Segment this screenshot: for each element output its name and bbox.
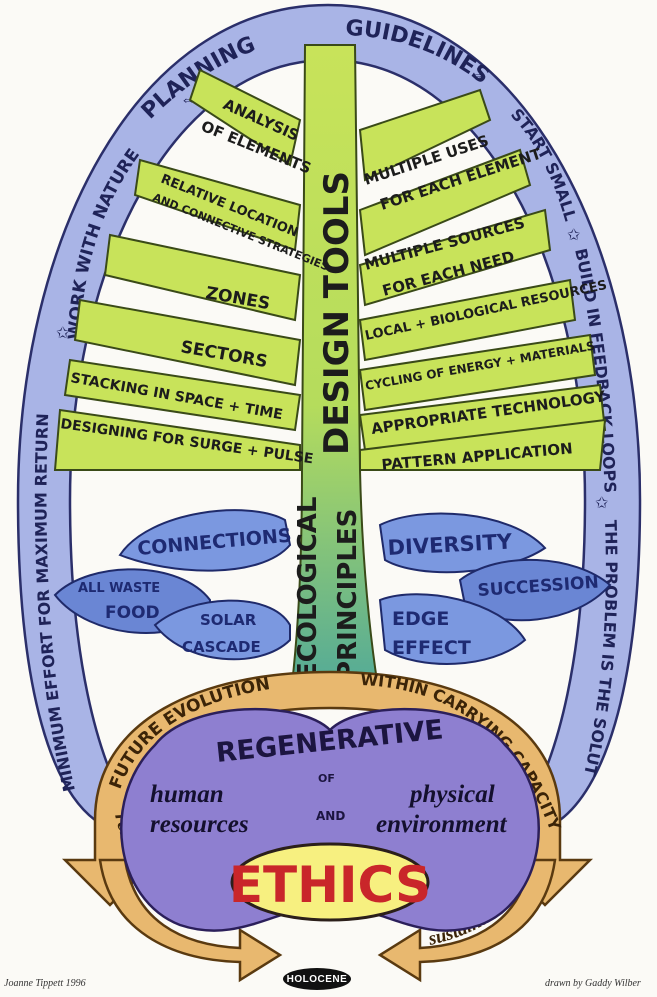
leaf-diversity xyxy=(378,512,547,574)
holocene-logo: HOLOCENE xyxy=(283,968,351,990)
ethics-physical: physical xyxy=(408,781,495,808)
ethics-human: human xyxy=(150,781,224,808)
ethics-resources: resources xyxy=(150,811,249,838)
principle-effect: EFFECT xyxy=(392,637,471,659)
leaf-solar-cascade xyxy=(153,599,291,661)
trunk-label-ecological: ECOLOGICAL xyxy=(293,497,323,680)
principle-all-waste: ALL WASTE xyxy=(78,581,160,596)
principles-right xyxy=(378,512,612,665)
star-icon: ✩ xyxy=(56,325,70,342)
ethics-bowl xyxy=(120,707,540,932)
ethics-environment: environment xyxy=(376,811,508,838)
ethics-title: ETHICS xyxy=(229,856,431,914)
signature-right: drawn by Gaddy Wilber xyxy=(545,978,641,989)
principle-edge: EDGE xyxy=(392,608,449,630)
tree xyxy=(53,44,607,701)
star-icon: ✩ xyxy=(595,495,609,512)
trunk-label-principles: PRINCIPLES xyxy=(333,509,363,680)
leaf-edge-effect xyxy=(378,593,527,665)
double-arrow-icon: ⇔ xyxy=(468,64,486,84)
principles-left xyxy=(53,509,292,661)
principle-cascade: CASCADE xyxy=(182,638,261,656)
principle-food: FOOD xyxy=(105,603,160,623)
trunk-label-design-tools: DESIGN TOOLS xyxy=(317,171,357,455)
ethics-of: OF xyxy=(318,772,335,785)
star-icon: ✩ xyxy=(567,227,581,244)
ethics-oval xyxy=(230,842,430,922)
signature-left: Joanne Tippett 1996 xyxy=(4,978,86,989)
principle-solar: SOLAR xyxy=(200,611,257,629)
ethics-and: AND xyxy=(316,809,345,823)
leaf-connections xyxy=(118,509,292,572)
